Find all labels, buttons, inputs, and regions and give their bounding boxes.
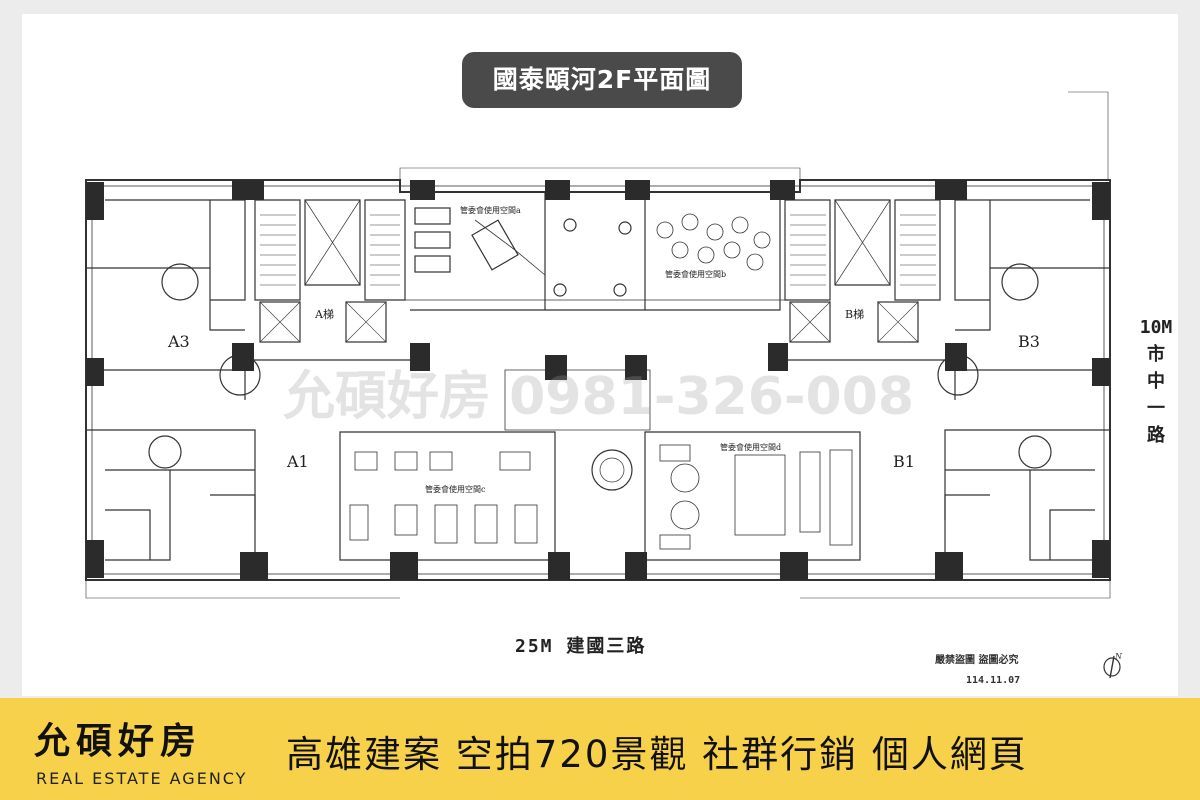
space-label-c: 管委會使用空間c — [425, 484, 486, 494]
floor-plan-frame — [22, 14, 1178, 696]
unit-label-b3: B3 — [1018, 332, 1040, 351]
street-right-char: 市 — [1147, 344, 1165, 365]
street-label-bottom: 25M 建國三路 — [515, 636, 647, 657]
street-right-char: 一 — [1147, 398, 1165, 419]
street-right-char: 路 — [1147, 425, 1165, 446]
watermark: 允碩好房 0981-326-008 — [283, 367, 914, 427]
plan-date: 114.11.07 — [966, 675, 1021, 686]
unit-label-a3: A3 — [167, 332, 190, 351]
street-label-right: 10M 市 中 一 路 — [1136, 314, 1176, 449]
unit-label-b1: B1 — [893, 452, 915, 471]
page-title: 國泰頤河2F平面圖 — [462, 52, 742, 108]
brand-name: 允碩好房 — [34, 720, 203, 762]
north-compass-icon: N — [1103, 652, 1123, 679]
banner-tagline: 高雄建案 空拍720景觀 社群行銷 個人網頁 — [286, 733, 1028, 776]
space-label-b: 管委會使用空間b — [665, 269, 726, 279]
space-label-d: 管委會使用空間d — [720, 442, 781, 452]
street-right-char: 中 — [1147, 371, 1165, 392]
street-right-width: 10M — [1139, 317, 1173, 338]
unit-label-a1: A1 — [286, 452, 309, 471]
agency-banner — [0, 698, 1200, 800]
elevator-label-a: A梯 — [314, 308, 334, 321]
space-label-a: 管委會使用空間a — [460, 205, 521, 215]
elevator-label-b: B梯 — [845, 308, 864, 321]
compass-label: N — [1114, 652, 1123, 661]
floor-plan-drawing: A3 A1 B3 B1 A梯 B梯 管委會使用空間a 管委會使用空間b 管委會使… — [85, 91, 1111, 599]
brand-subtitle: REAL ESTATE AGENCY — [36, 769, 248, 788]
copyright-warning: 嚴禁盜圖 盜圖必究 — [935, 655, 1019, 666]
